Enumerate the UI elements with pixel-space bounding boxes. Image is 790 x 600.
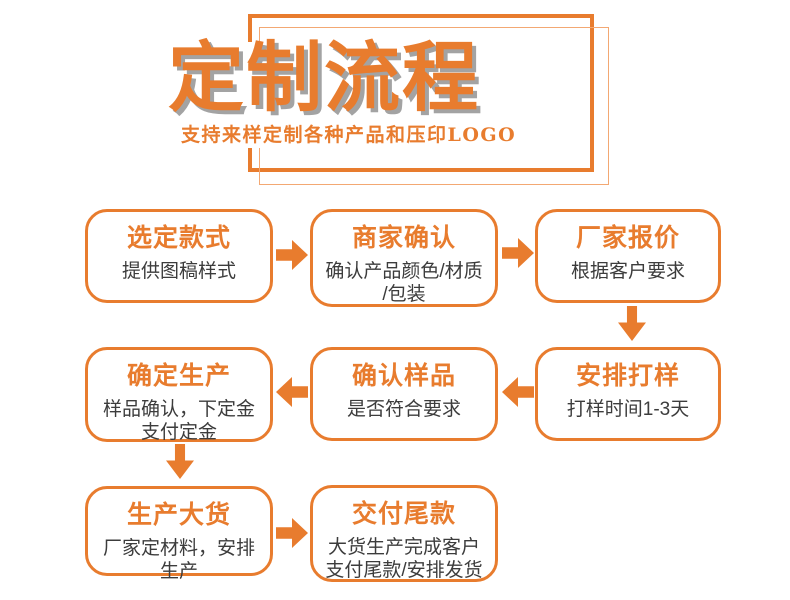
node-desc: 打样时间1-3天 [567,398,689,421]
node-desc: 根据客户要求 [571,260,685,283]
node-desc-line: 厂家定材料，安排 [102,538,255,559]
arrow-right-icon [502,238,534,268]
node-desc-line: 根据客户要求 [570,261,685,282]
flow-node-confirm-sample: 确认样品 是否符合要求 [310,347,498,441]
node-title: 选定款式 [126,224,231,252]
flow-node-factory-quote: 厂家报价 根据客户要求 [535,209,721,303]
node-desc-line: 大货生产完成客户 [327,537,480,558]
arrow-right-icon [276,240,308,270]
page-title: 定制流程 [168,33,480,122]
arrow-left-icon [276,377,308,407]
node-desc: 样品确认，下定金 支付定金 [103,398,255,444]
node-desc-line: 打样时间1-3天 [566,399,690,420]
node-title: 确定生产 [126,362,231,390]
title-backing [158,42,514,148]
flow-node-merchant-confirm: 商家确认 确认产品颜色/材质 /包装 [310,209,498,307]
node-title: 交付尾款 [351,500,456,528]
page-subtitle: 支持来样定制各种产品和压印LOGO [181,124,517,146]
node-desc-line: 是否符合要求 [346,399,461,420]
node-desc: 大货生产完成客户 支付尾款/安排发货 [325,536,482,582]
node-title: 生产大货 [126,501,231,529]
arrow-down-icon [166,444,194,479]
arrow-down-icon [618,306,646,341]
flow-node-select-style: 选定款式 提供图稿样式 [85,209,273,303]
flow-node-arrange-sampling: 安排打样 打样时间1-3天 [535,347,721,441]
flow-node-final-payment: 交付尾款 大货生产完成客户 支付尾款/安排发货 [310,485,498,582]
node-desc: 确认产品颜色/材质 /包装 [325,260,482,306]
node-title: 确认样品 [351,362,456,390]
node-desc-line: 支付尾款/安排发货 [325,560,483,581]
node-desc: 厂家定材料，安排 生产 [103,537,255,583]
node-desc-line: 生产 [159,561,198,582]
node-desc-line: 确认产品颜色/材质 [325,261,483,282]
node-desc: 是否符合要求 [347,398,461,421]
arrow-right-icon [276,518,308,548]
node-desc-line: 支付定金 [140,422,217,443]
flow-node-confirm-production: 确定生产 样品确认，下定金 支付定金 [85,347,273,444]
node-title: 商家确认 [351,224,456,252]
flow-node-mass-production: 生产大货 厂家定材料，安排 生产 [85,486,273,582]
node-desc-line: 提供图稿样式 [121,261,236,282]
node-desc-line: 样品确认，下定金 [102,399,255,420]
node-desc-line: /包装 [382,284,426,305]
node-title: 厂家报价 [575,224,680,252]
node-title: 安排打样 [575,362,680,390]
node-desc: 提供图稿样式 [122,260,236,283]
arrow-left-icon [502,377,534,407]
